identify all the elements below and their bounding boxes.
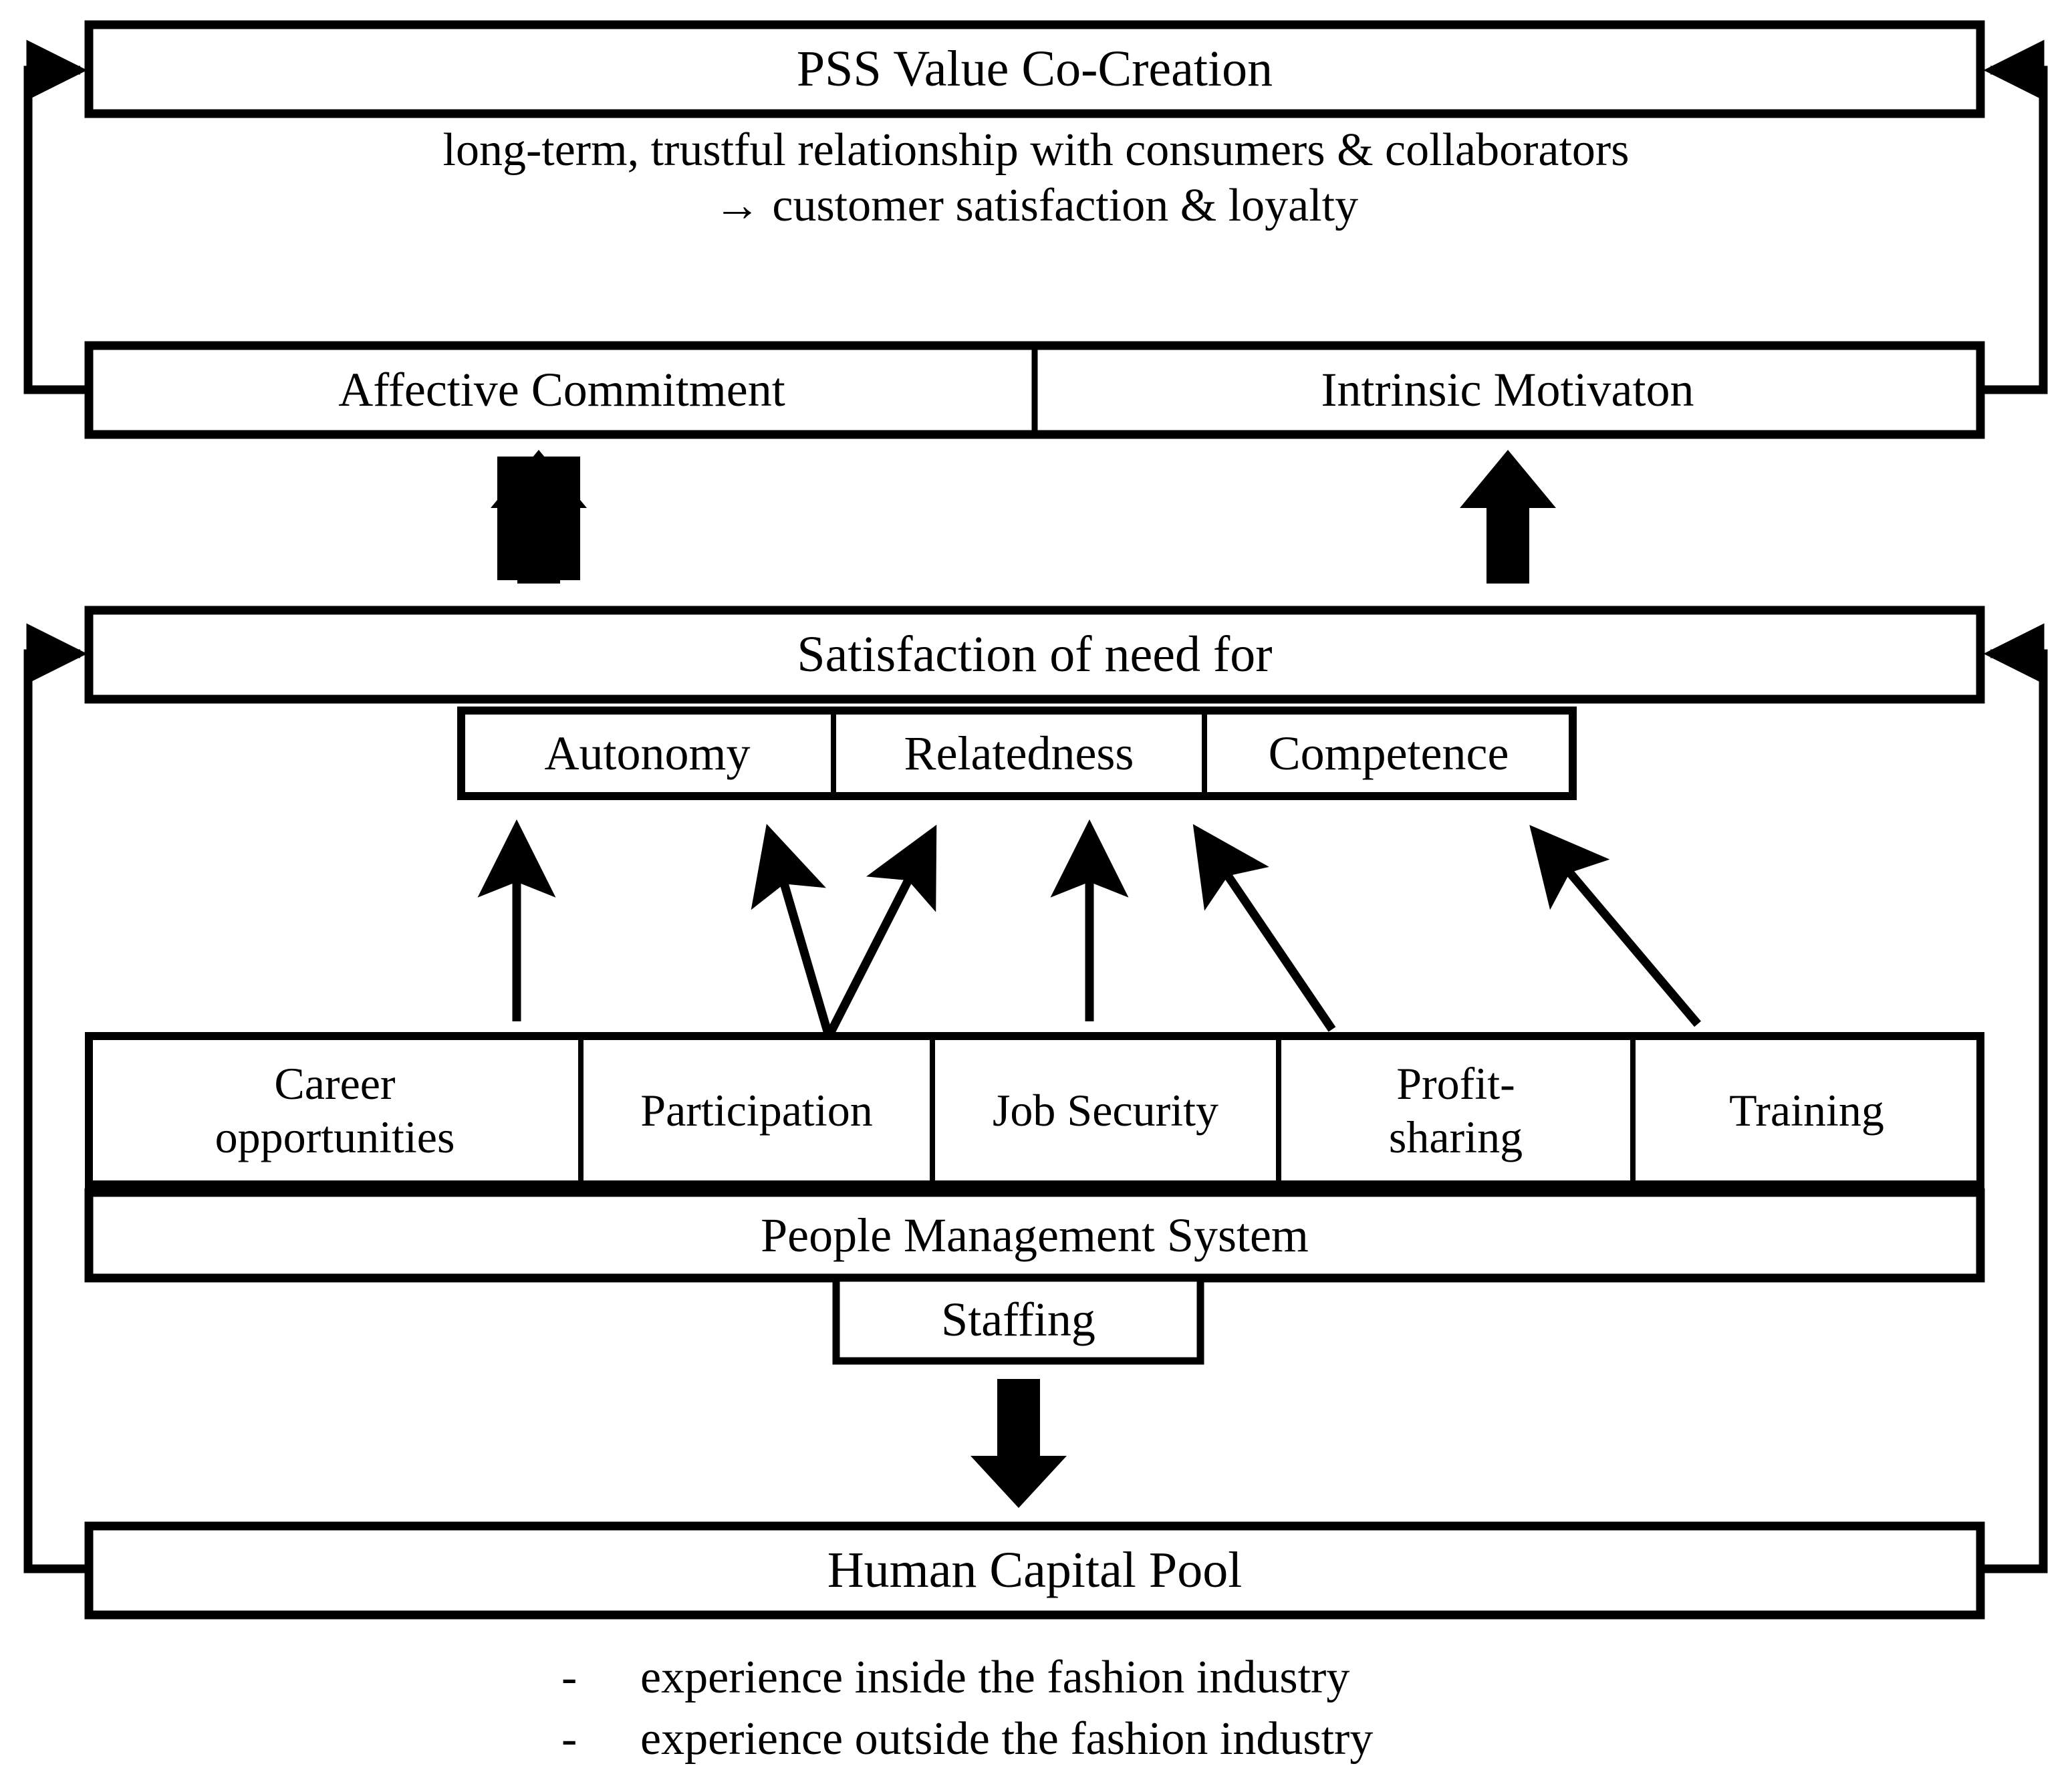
need-relatedness-label: Relatedness bbox=[904, 726, 1134, 780]
human-capital-pool-label: Human Capital Pool bbox=[827, 1541, 1243, 1598]
need-autonomy-label: Autonomy bbox=[544, 726, 751, 780]
block-arrow-head-staffing bbox=[970, 1456, 1067, 1508]
arrow-training-to-competence bbox=[1529, 825, 1701, 1027]
feedback-loop-right-top bbox=[1980, 39, 2048, 394]
block-arrow-head-affective bbox=[491, 450, 587, 508]
feedback-loop-right-bottom bbox=[1980, 623, 2048, 1573]
people-management-system-box bbox=[84, 1188, 1985, 1283]
feedback-loop-left-top bbox=[23, 39, 89, 394]
satisfaction-of-need-label: Satisfaction of need for bbox=[797, 626, 1273, 682]
block-arrow-head-intrinsic bbox=[1460, 450, 1556, 508]
pss-description-line-1: long-term, trustful relationship with co… bbox=[442, 124, 1630, 176]
pss-value-label: PSS Value Co-Creation bbox=[796, 40, 1273, 97]
practice-participation-label: Participation bbox=[640, 1084, 873, 1136]
bullet-marker-2: - bbox=[561, 1713, 577, 1765]
arrow-profitsharing-to-competence bbox=[1192, 823, 1336, 1032]
practice-career-opportunities-label: Career opportunities bbox=[215, 1057, 455, 1162]
block-arrow-shaft-staffing bbox=[997, 1379, 1040, 1468]
staffing-label: Staffing bbox=[941, 1292, 1095, 1346]
arrow-participation-to-autonomy bbox=[751, 823, 833, 1037]
affective-commitment-label: Affective Commitment bbox=[338, 363, 785, 417]
arrow-participation-to-relatedness bbox=[825, 824, 937, 1038]
practices-row-box bbox=[85, 1032, 1984, 1188]
practice-profit-sharing-label: Profit- sharing bbox=[1388, 1057, 1523, 1162]
feedback-loop-left-bottom bbox=[23, 623, 89, 1573]
bullet-text-1: experience inside the fashion industry bbox=[640, 1652, 1350, 1703]
needs-row-box bbox=[457, 707, 1577, 800]
block-arrow-shaft-affective bbox=[517, 498, 560, 584]
bullet-text-2: experience outside the fashion industry bbox=[640, 1713, 1374, 1765]
satisfaction-box bbox=[84, 606, 1985, 704]
bullet-marker-1: - bbox=[561, 1652, 577, 1703]
staffing-box bbox=[832, 1274, 1204, 1365]
people-management-system-label: People Management System bbox=[761, 1208, 1309, 1262]
block-arrow-shaft-intrinsic bbox=[1486, 498, 1529, 584]
pss-value-box bbox=[84, 20, 1985, 118]
need-competence-label: Competence bbox=[1268, 726, 1509, 780]
human-capital-bullet-1: - experience inside the fashion industry bbox=[561, 1651, 1564, 1704]
practice-job-security-label: Job Security bbox=[992, 1084, 1219, 1136]
pss-description-line-2: → customer satisfaction & loyalty bbox=[713, 180, 1359, 231]
human-capital-bullet-2: - experience outside the fashion industry bbox=[561, 1713, 1564, 1766]
intrinsic-motivation-label: Intrinsic Motivaton bbox=[1321, 363, 1694, 417]
practice-training-label: Training bbox=[1729, 1084, 1884, 1136]
